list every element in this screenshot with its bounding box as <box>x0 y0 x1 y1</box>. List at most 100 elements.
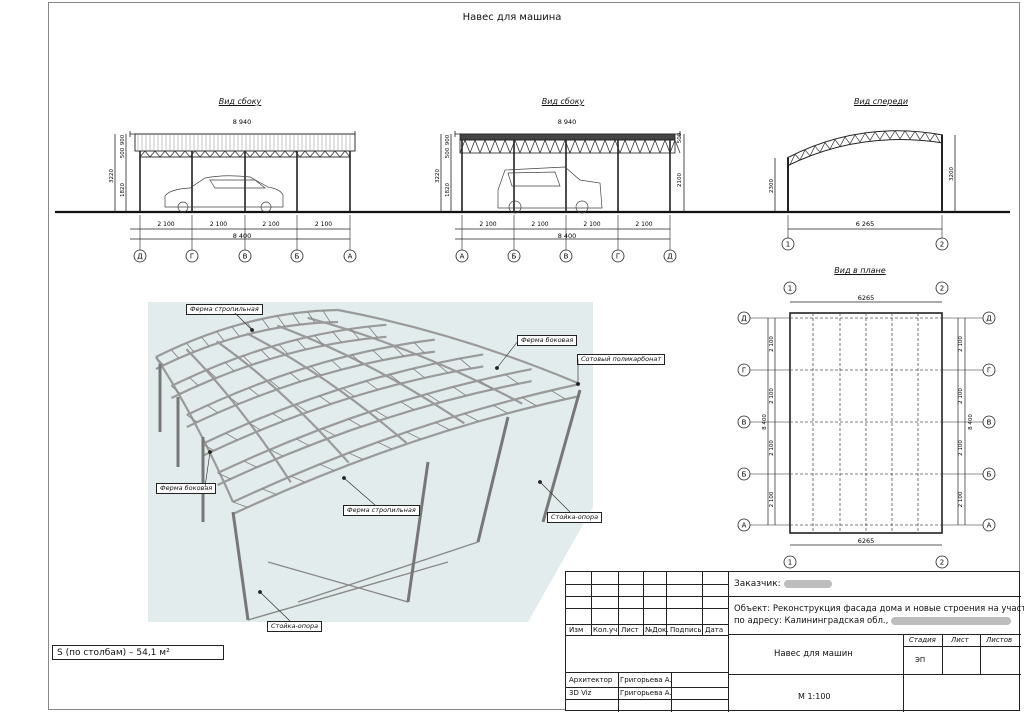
side2-h-500r: 500 <box>677 132 683 143</box>
3d-post-6 <box>406 461 430 603</box>
svg-text:Б: Б <box>295 253 300 261</box>
side1-span-3: 2 100 <box>315 221 332 228</box>
front-h-2300: 2300 <box>769 179 775 193</box>
svg-text:Г: Г <box>190 253 194 261</box>
svg-text:1: 1 <box>788 559 792 567</box>
redacted-address <box>891 616 1012 625</box>
tb-stage-value: ЭП <box>915 656 926 664</box>
svg-text:Г: Г <box>742 367 746 375</box>
svg-text:2: 2 <box>940 559 944 567</box>
svg-text:В: В <box>742 419 747 427</box>
tb-name-2: Григорьева А. <box>620 689 672 697</box>
plan-axis-left-1: Г <box>737 363 751 377</box>
tb-header-podpis: Подпись <box>670 626 702 634</box>
svg-text:Б: Б <box>742 471 747 479</box>
tb-col-sheet: Лист <box>951 636 969 644</box>
side-view-1 <box>114 131 356 240</box>
plan-span-right-2: 2 100 <box>958 440 964 456</box>
tb-role-2: 3D Viz <box>569 689 592 697</box>
tb-header-ndok: №Док. <box>645 626 669 634</box>
side1-axis-1: Г <box>185 249 199 263</box>
side2-h-3220: 3220 <box>435 169 441 183</box>
tb-drawing-name: Навес для машин <box>774 649 853 659</box>
callout-rafter-truss-top: Ферма стропильная <box>186 304 263 315</box>
plan-total-right: 8 400 <box>968 414 974 430</box>
side2-axis-0: А <box>455 249 469 263</box>
svg-text:В: В <box>987 419 992 427</box>
side1-h-3220: 3220 <box>109 169 115 183</box>
plan-axis-right-4: А <box>982 518 996 532</box>
plan-width-top: 6265 <box>858 294 875 302</box>
plan-span-right-0: 2 100 <box>958 336 964 352</box>
tb-header-data: Дата <box>705 626 724 634</box>
side2-axis-3: Г <box>611 249 625 263</box>
svg-text:А: А <box>742 522 747 530</box>
side2-total-bottom: 8 400 <box>558 232 577 240</box>
plan-axis-right-2: В <box>982 415 996 429</box>
plan-width-bottom: 6265 <box>858 537 875 545</box>
area-note: S (по столбам) – 54,1 м² <box>52 645 224 660</box>
side2-h-1820: 1820 <box>445 183 451 197</box>
tb-header-list: Лист <box>621 626 639 634</box>
front-view <box>774 130 956 230</box>
plan-span-left-2: 2 100 <box>769 440 775 456</box>
svg-text:Б: Б <box>512 253 517 261</box>
side1-axis-4: А <box>343 249 357 263</box>
tb-object-line1: Объект: Реконструкция фасада дома и новы… <box>734 604 1024 614</box>
front-axis-1: 2 <box>935 237 949 251</box>
side1-total-bottom: 8 400 <box>233 232 252 240</box>
side2-span-3: 2 100 <box>635 221 652 228</box>
side2-total-top: 8 940 <box>558 118 577 126</box>
plan-view-label: Вид в плане <box>834 266 886 275</box>
side1-span-1: 2 100 <box>210 221 227 228</box>
svg-text:Г: Г <box>987 367 991 375</box>
plan-span-left-3: 2 100 <box>769 491 775 507</box>
side2-span-1: 2 100 <box>531 221 548 228</box>
sheet-title: Навес для машина <box>462 12 562 23</box>
plan-span-left-0: 2 100 <box>769 336 775 352</box>
plan-span-right-3: 2 100 <box>958 491 964 507</box>
car-sedan <box>164 175 284 213</box>
svg-text:Д: Д <box>741 315 747 323</box>
plan-axis-right-0: Д <box>982 311 996 325</box>
plan-axis-left-0: Д <box>737 311 751 325</box>
tb-header-koluch: Кол.уч. <box>593 626 620 634</box>
side1-h-900: 900 <box>120 134 126 145</box>
tb-header-izm: Изм <box>569 626 584 634</box>
side1-total-top: 8 940 <box>233 118 252 126</box>
side1-span-0: 2 100 <box>157 221 174 228</box>
plan-axis-top-0: 1 <box>783 281 797 295</box>
side1-span-2: 2 100 <box>262 221 279 228</box>
svg-text:1: 1 <box>788 285 792 293</box>
front-axis-0: 1 <box>781 237 795 251</box>
front-span: 6 265 <box>856 220 875 228</box>
svg-text:Д: Д <box>137 253 143 261</box>
svg-text:2: 2 <box>940 285 944 293</box>
front-view-label: Вид спереди <box>853 97 909 106</box>
callout-polycarbonate: Сотовый поликарбонат <box>577 354 666 365</box>
svg-text:В: В <box>564 253 569 261</box>
svg-text:Г: Г <box>616 253 620 261</box>
side-view-2 <box>440 131 685 240</box>
plan-axis-top-1: 2 <box>935 281 949 295</box>
side1-h-1820: 1820 <box>120 183 126 197</box>
svg-text:Д: Д <box>986 315 992 323</box>
plan-span-right-1: 2 100 <box>958 388 964 404</box>
plan-axis-bottom-1: 2 <box>935 555 949 569</box>
tb-col-stage: Стадия <box>909 636 936 644</box>
front-h-3200: 3200 <box>949 167 955 181</box>
plan-axis-left-2: В <box>737 415 751 429</box>
side2-span-0: 2 100 <box>479 221 496 228</box>
side2-h-500: 500 <box>445 147 451 158</box>
sheet-frame <box>48 2 1020 710</box>
side2-h-900: 900 <box>445 134 451 145</box>
canopy-3d-render <box>148 302 593 622</box>
car-suv <box>497 166 603 214</box>
plan-span-left-1: 2 100 <box>769 388 775 404</box>
svg-text:Б: Б <box>987 471 992 479</box>
3d-post-3 <box>231 511 250 621</box>
side1-axis-3: Б <box>290 249 304 263</box>
plan-view <box>767 301 966 546</box>
